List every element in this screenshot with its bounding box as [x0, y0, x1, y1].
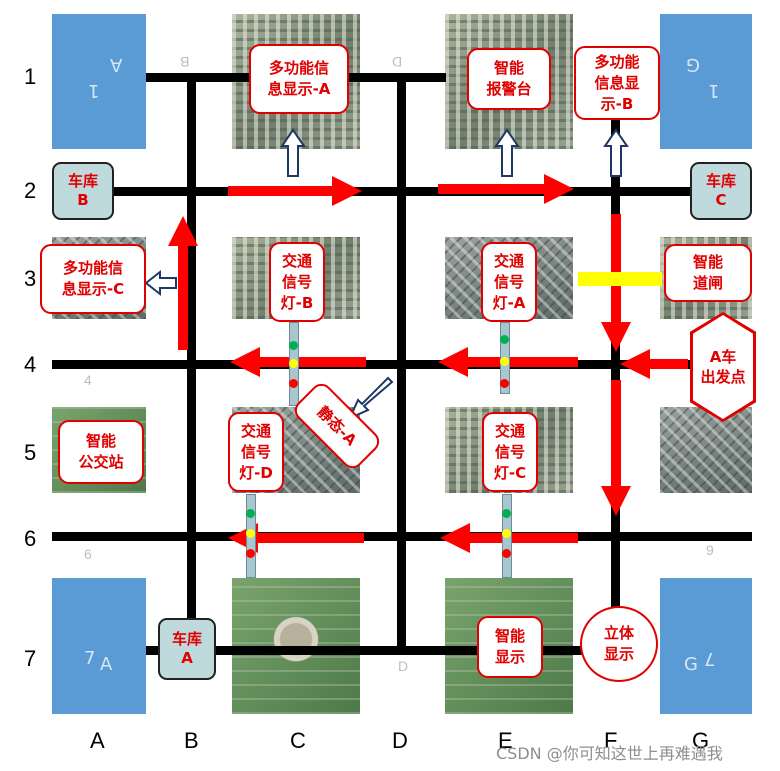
col-label-e: E [498, 728, 513, 753]
col-label-c: C [290, 728, 306, 753]
signal-a-bubble[interactable]: 交通 信号 灯-A [481, 242, 537, 322]
traffic-light-d-yellow [246, 529, 255, 538]
road-col-b [187, 73, 196, 633]
info-arrow-icon [144, 128, 629, 420]
smart-display-bubble[interactable]: 智能 显示 [477, 616, 543, 678]
col-label-b: B [184, 728, 199, 753]
block-g5-aerial [660, 407, 752, 493]
car-a-start-label: A车 出发点 [693, 315, 753, 419]
parking-lot-g7-letter: G [684, 654, 698, 675]
smart-gate-barrier [578, 272, 662, 286]
traffic-light-a-red [500, 379, 509, 388]
traffic-light-d-red [246, 549, 255, 558]
parking-lot-g7: G 7 [660, 578, 752, 714]
col-label-g: G [692, 728, 710, 753]
traffic-light-b-red [289, 379, 298, 388]
ghost-label-6: 6 [84, 546, 92, 562]
road-col-d [397, 73, 406, 655]
signal-b-bubble[interactable]: 交通 信号 灯-B [269, 242, 325, 322]
road-row-7 [146, 646, 586, 655]
parking-lot-a1: A 1 [52, 14, 146, 149]
traffic-light-c-green [502, 509, 511, 518]
row-label-7: 7 [24, 646, 37, 671]
garage-a[interactable]: 车库 A [158, 618, 216, 680]
car-a-start-point[interactable]: A车 出发点 [690, 312, 756, 422]
parking-lot-a7-letter: A [100, 654, 113, 675]
csdn-watermark: CSDN @你可知这世上再难遇我 [496, 744, 723, 763]
route-arrow-icon [168, 174, 688, 553]
row-label-2: 2 [24, 178, 37, 203]
row-label-3: 3 [24, 266, 37, 291]
row-label-6: 6 [24, 526, 37, 551]
ghost-label-4: 4 [84, 372, 92, 388]
multi-display-b-bubble[interactable]: 多功能 信息显 示-B [574, 46, 660, 120]
row-label-4: 4 [24, 352, 37, 377]
smart-gate-bubble[interactable]: 智能 道闸 [664, 244, 752, 302]
col-label-d: D [392, 728, 408, 753]
signal-c-bubble[interactable]: 交通 信号 灯-C [482, 412, 538, 492]
traffic-light-icon [502, 494, 512, 578]
traffic-light-icon [289, 322, 299, 406]
traffic-light-icon [500, 322, 510, 394]
multi-display-c-bubble[interactable]: 多功能信 息显示-C [40, 244, 146, 314]
garage-c[interactable]: 车库 C [690, 162, 752, 220]
garage-b[interactable]: 车库 B [52, 162, 114, 220]
traffic-light-d-green [246, 509, 255, 518]
ghost-label-9: 9 [706, 542, 714, 558]
row-label-1: 1 [24, 64, 37, 89]
traffic-light-b-green [289, 341, 298, 350]
signal-d-bubble[interactable]: 交通 信号 灯-D [228, 412, 284, 492]
traffic-light-b-yellow [289, 359, 298, 368]
parking-lot-a7-number: 7 [84, 648, 96, 669]
ghost-label-d-bottom: D [398, 658, 409, 674]
traffic-light-a-yellow [500, 357, 509, 366]
parking-lot-a7: 7 A [52, 578, 146, 714]
traffic-light-a-green [500, 335, 509, 344]
col-label-a: A [90, 728, 105, 753]
block-e1-aerial [445, 14, 573, 149]
col-label-f: F [604, 728, 618, 753]
traffic-light-c-yellow [502, 529, 511, 538]
row-label-5: 5 [24, 440, 37, 465]
traffic-light-icon [246, 494, 256, 578]
bus-station-bubble[interactable]: 智能 公交站 [58, 420, 144, 484]
multi-display-a-bubble[interactable]: 多功能信 息显示-A [249, 44, 349, 114]
stereo-display-bubble[interactable]: 立体 显示 [580, 606, 658, 682]
alarm-station-bubble[interactable]: 智能 报警台 [467, 48, 551, 110]
parking-lot-g1: G 1 [660, 14, 752, 149]
traffic-light-c-red [502, 549, 511, 558]
